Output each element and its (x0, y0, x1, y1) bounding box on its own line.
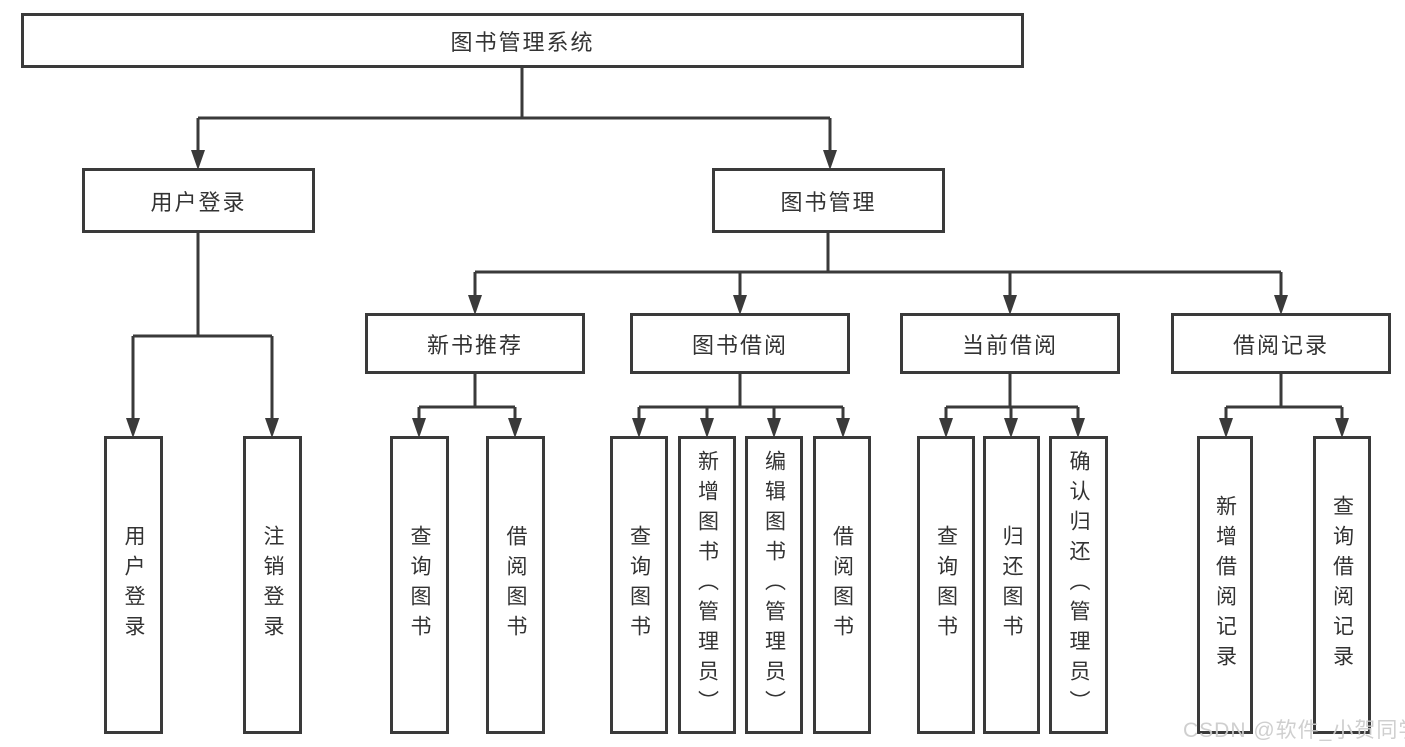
node-user-login: 用户登录 (82, 168, 315, 233)
node-label: 注销登录 (261, 525, 284, 645)
node-label: 用户登录 (122, 525, 145, 645)
node-label: 借阅记录 (1232, 332, 1329, 358)
node-current-borrow: 当前借阅 (900, 313, 1120, 374)
node-label: 借阅图书 (504, 525, 527, 645)
node-borrow-records: 借阅记录 (1171, 313, 1391, 374)
node-add-books-admin: 新增图书（管理员） (678, 436, 736, 734)
csdn-watermark: CSDN @软件_小贺同学 (1183, 719, 1405, 742)
node-label: 新书推荐 (426, 332, 523, 358)
node-query-books-borrow: 查询图书 (610, 436, 668, 734)
node-label: 当前借阅 (961, 332, 1058, 358)
node-query-books-recommend: 查询图书 (390, 436, 449, 734)
node-label: 用户登录 (150, 189, 247, 215)
node-query-books-current: 查询图书 (917, 436, 975, 734)
node-book-borrow: 图书借阅 (630, 313, 850, 374)
node-label: 查询图书 (408, 525, 431, 645)
node-root-library-system: 图书管理系统 (21, 13, 1024, 68)
node-edit-books-admin: 编辑图书（管理员） (745, 436, 803, 734)
node-logout-leaf: 注销登录 (243, 436, 302, 734)
node-label: 新增借阅记录 (1213, 495, 1237, 675)
node-label: 查询图书 (934, 525, 958, 645)
node-add-borrow-record: 新增借阅记录 (1197, 436, 1253, 734)
node-label: 图书管理 (780, 189, 877, 215)
node-label: 查询图书 (627, 525, 651, 645)
node-label: 归还图书 (1000, 525, 1023, 645)
node-confirm-return-admin: 确认归还（管理员） (1049, 436, 1108, 734)
node-label: 确认归还（管理员） (1067, 450, 1090, 720)
node-label: 查询借阅记录 (1330, 495, 1354, 675)
node-borrow-books-leaf: 借阅图书 (813, 436, 871, 734)
node-new-book-recommend: 新书推荐 (365, 313, 585, 374)
node-return-books: 归还图书 (983, 436, 1040, 734)
node-user-login-leaf: 用户登录 (104, 436, 163, 734)
node-label: 编辑图书（管理员） (762, 450, 786, 720)
node-borrow-books-recommend: 借阅图书 (486, 436, 545, 734)
node-label: 图书借阅 (691, 332, 788, 358)
node-label: 图书管理系统 (450, 29, 595, 55)
node-label: 借阅图书 (830, 525, 854, 645)
node-query-borrow-record: 查询借阅记录 (1313, 436, 1371, 734)
node-label: 新增图书（管理员） (695, 450, 719, 720)
node-book-management: 图书管理 (712, 168, 945, 233)
